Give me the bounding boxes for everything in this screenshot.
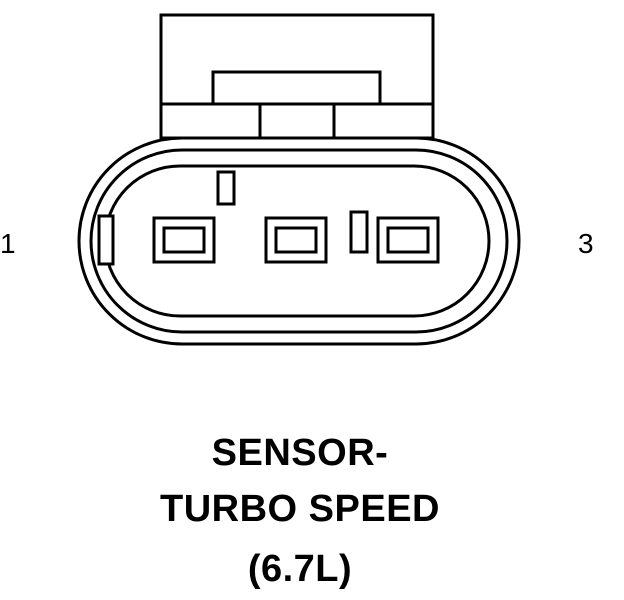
pin-label-3: 3 <box>578 228 594 259</box>
caption-line-1: SENSOR- <box>211 432 389 474</box>
key-tab-middle <box>349 210 369 254</box>
connector-body-middle <box>89 148 509 334</box>
pin-label-1: 1 <box>0 228 16 259</box>
caption-line-3: (6.7L) <box>247 548 353 590</box>
latch-tab <box>211 70 382 104</box>
pin-cavity-1-inner <box>162 226 206 254</box>
pin-cavity-2-inner <box>274 226 318 254</box>
key-tab-top <box>216 170 236 206</box>
caption-line-2: TURBO SPEED <box>160 488 440 530</box>
latch-base <box>159 102 435 140</box>
side-key <box>97 214 115 266</box>
latch-housing <box>159 13 435 140</box>
pin-cavity-3-inner <box>386 226 430 254</box>
